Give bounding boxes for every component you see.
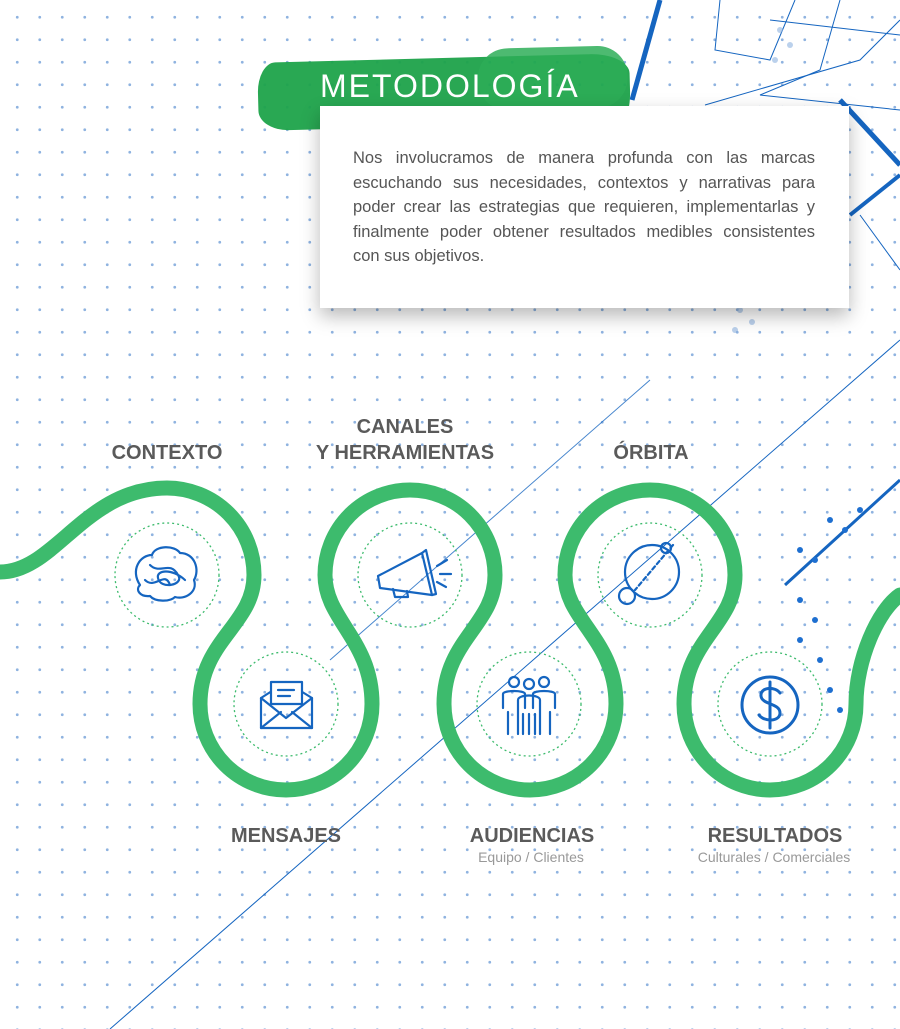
intro-text: Nos involucramos de manera profunda con … bbox=[353, 149, 815, 265]
step-label-audiencias: AUDIENCIAS bbox=[469, 825, 595, 847]
step-ring-contexto bbox=[114, 522, 220, 628]
step-ring-mensajes bbox=[233, 651, 339, 757]
envelope-icon bbox=[259, 680, 314, 730]
orbit-icon bbox=[617, 541, 681, 606]
step-sublabel-audiencias: Equipo / Clientes bbox=[478, 849, 584, 865]
step-ring-resultados bbox=[717, 651, 823, 757]
people-icon bbox=[501, 675, 557, 736]
step-label-contexto: CONTEXTO bbox=[111, 442, 223, 464]
megaphone-icon bbox=[376, 548, 453, 599]
step-label-resultados: RESULTADOS bbox=[707, 825, 843, 847]
step-ring-audiencias bbox=[476, 651, 582, 757]
brain-icon bbox=[134, 546, 198, 602]
step-label-orbita: ÓRBITA bbox=[613, 442, 689, 464]
step-ring-canales bbox=[357, 522, 463, 628]
step-ring-orbita bbox=[597, 522, 703, 628]
dollar-icon bbox=[740, 675, 800, 735]
step-label-canales-line1: CANALES bbox=[356, 416, 454, 438]
step-label-canales-line2: Y HERRAMIENTAS bbox=[315, 442, 495, 464]
step-label-mensajes: MENSAJES bbox=[230, 825, 342, 847]
intro-card: Nos involucramos de manera profunda con … bbox=[320, 106, 849, 308]
step-sublabel-resultados: Culturales / Comerciales bbox=[697, 849, 851, 865]
page-title: METODOLOGÍA bbox=[320, 68, 580, 104]
green-winding-path bbox=[0, 480, 900, 798]
